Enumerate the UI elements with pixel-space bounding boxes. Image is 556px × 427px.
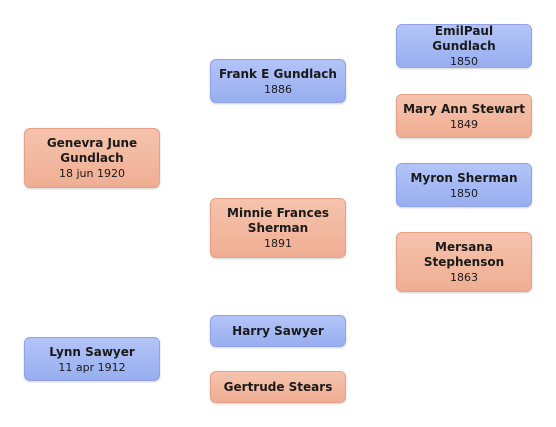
person-date: 1863 xyxy=(450,271,478,284)
person-name: Genevra June Gundlach xyxy=(46,136,138,165)
person-lynn-sawyer[interactable]: Lynn Sawyer 11 apr 1912 xyxy=(24,337,160,381)
person-date: 1850 xyxy=(450,55,478,68)
person-minnie-frances-sherman[interactable]: Minnie Frances Sherman 1891 xyxy=(210,198,346,258)
person-myron-sherman[interactable]: Myron Sherman 1850 xyxy=(396,163,532,207)
person-mersana-stephenson[interactable]: Mersana Stephenson 1863 xyxy=(396,232,532,292)
person-name: Frank E Gundlach xyxy=(219,66,337,81)
person-frank-e-gundlach[interactable]: Frank E Gundlach 1886 xyxy=(210,59,346,103)
person-harry-sawyer[interactable]: Harry Sawyer xyxy=(210,315,346,347)
person-name: Myron Sherman xyxy=(410,170,518,185)
person-name: Gertrude Stears xyxy=(223,379,333,394)
person-date: 1886 xyxy=(264,82,292,96)
person-date: 1849 xyxy=(450,117,478,131)
person-name: Mersana Stephenson xyxy=(423,240,505,269)
person-name: Lynn Sawyer xyxy=(49,344,135,359)
person-emilpaul-gundlach[interactable]: EmilPaul Gundlach 1850 xyxy=(396,24,532,68)
person-genevra-june-gundlach[interactable]: Genevra June Gundlach 18 jun 1920 xyxy=(24,128,160,188)
person-date: 11 apr 1912 xyxy=(58,360,126,374)
person-date: 18 jun 1920 xyxy=(59,167,125,180)
person-name: Mary Ann Stewart xyxy=(403,101,525,116)
person-name: EmilPaul Gundlach xyxy=(432,24,496,53)
person-name: Minnie Frances Sherman xyxy=(227,206,329,235)
person-mary-ann-stewart[interactable]: Mary Ann Stewart 1849 xyxy=(396,94,532,138)
person-date: 1891 xyxy=(264,237,292,250)
person-date: 1850 xyxy=(450,186,478,200)
person-name: Harry Sawyer xyxy=(232,323,324,338)
person-gertrude-stears[interactable]: Gertrude Stears xyxy=(210,371,346,403)
